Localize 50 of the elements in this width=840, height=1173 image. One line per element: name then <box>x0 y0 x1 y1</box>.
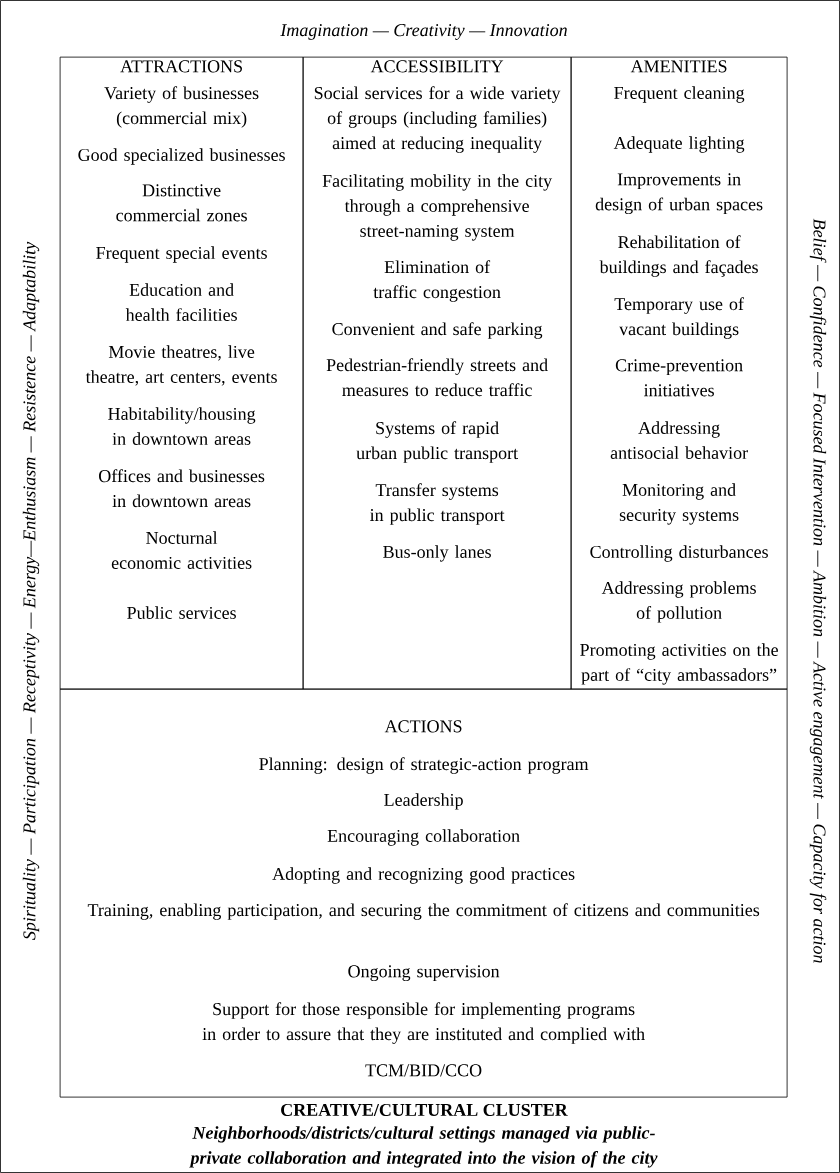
list-item: Planning: design of strategic-action program <box>259 757 589 774</box>
list-item: Movie theatres, live theatre, art centers, events <box>85 345 277 386</box>
list-item: Adequate lighting <box>613 136 745 153</box>
cluster-title: CREATIVE/CULTURAL CLUSTER <box>281 1103 568 1117</box>
list-item: Frequent cleaning <box>614 86 745 103</box>
list-item: Facilitating mobility in the city through a comprehensive street-naming system <box>322 174 553 241</box>
list-item: Ongoing supervision <box>348 965 500 982</box>
side-caption: Spirituality — Participation — Receptivity — Energy—Enthusiasm — Resistence — Adaptability <box>22 241 40 940</box>
list-item: Leadership <box>384 793 463 810</box>
list-item: Improvements in design of urban spaces <box>595 173 763 215</box>
list-item: Controlling disturbances <box>590 545 768 562</box>
list-item: TCM/BID/CCO <box>365 1064 482 1077</box>
table-cell <box>570 56 788 690</box>
list-item: Social services for a wide variety of groups (including families) aimed at reducing inequality <box>314 86 561 153</box>
list-item: Habitability/housing in downtown areas <box>108 407 256 445</box>
list-item: Monitoring and security systems <box>619 483 739 525</box>
list-item: Systems of rapid urban public transport <box>356 421 518 463</box>
list-item: Nocturnal economic activities <box>111 531 252 569</box>
list-item: Adopting and recognizing good practices <box>272 867 575 884</box>
column-heading: ACTIONS <box>384 720 462 733</box>
list-item: Variety of businesses (commercial mix) <box>104 86 259 128</box>
list-item: Elimination of traffic congestion <box>373 260 501 302</box>
list-item: Good specialized businesses <box>78 148 285 165</box>
table-cell <box>59 688 788 1098</box>
list-item: Addressing antisocial behavior <box>610 421 748 459</box>
list-item: Transfer systems in public transport <box>370 483 505 525</box>
list-item: Bus-only lanes <box>383 545 491 562</box>
list-item: Temporary use of vacant buildings <box>614 297 744 339</box>
list-item: Rehabilitation of buildings and façades <box>599 235 758 277</box>
list-item: Pedestrian-friendly streets and measures to reduce traffic <box>326 358 548 397</box>
list-item: Encouraging collaboration <box>327 829 520 846</box>
side-caption: Belief — Confidence — Focused Intervention — Ambition — Active engagement — Capacity for action <box>809 218 827 963</box>
list-item: Convenient and safe parking <box>332 322 543 339</box>
list-item: Training, enabling participation, and securing the commitment of citizens and communities <box>87 903 760 920</box>
column-heading: ACCESSIBILITY <box>370 60 504 73</box>
list-item: Frequent special events <box>96 246 267 263</box>
list-item: Support for those responsible for implementing programs in order to assure that they are instituted and complied with <box>202 1002 645 1044</box>
list-item: Offices and businesses in downtown areas <box>99 469 265 508</box>
column-heading: ATTRACTIONS <box>120 60 242 73</box>
list-item: Education and health facilities <box>125 283 237 321</box>
table-cell <box>302 56 572 690</box>
list-item: Addressing problems of pollution <box>601 581 756 623</box>
list-item: Public services <box>127 606 236 619</box>
list-item: Promoting activities on the part of “city ambassadors” <box>580 643 778 685</box>
top-caption: Imagination — Creativity — Innovation <box>280 24 567 40</box>
list-item: Distinctive commercial zones <box>116 184 247 222</box>
table-cell <box>59 56 304 690</box>
column-heading: AMENITIES <box>630 60 727 73</box>
list-item: Crime-prevention initiatives <box>615 359 743 397</box>
cluster-subtitle: Neighborhoods/districts/cultural settings managed via public-private collaboration and integrated into the vision of the city <box>189 1126 658 1168</box>
